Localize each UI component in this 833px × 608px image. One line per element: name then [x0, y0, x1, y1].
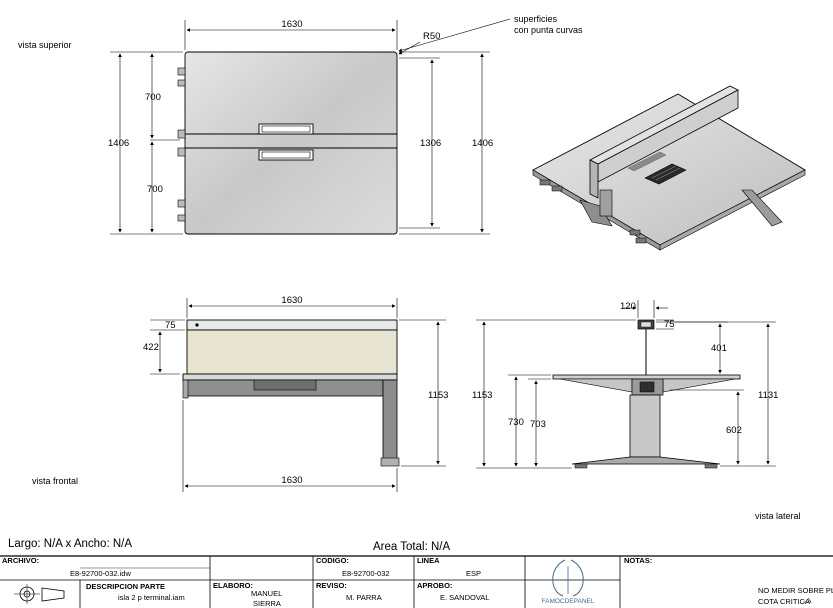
- front-width-top-dim: 1630: [281, 295, 302, 306]
- top-width-dim: 1630: [281, 19, 302, 30]
- elaboro-value-line1: MANUEL: [251, 589, 282, 598]
- codigo-label: CODIGO:: [316, 556, 349, 565]
- iso-leg-left: [579, 199, 613, 227]
- top-module-upper-dim: 700: [145, 92, 161, 103]
- front-panel-cap: [186, 319, 398, 331]
- front-view-label: vista frontal: [32, 476, 78, 486]
- reviso-label: REVISO:: [316, 581, 347, 590]
- top-note-line1: superficies: [514, 14, 558, 24]
- note-line2: COTA CRITICA: [758, 597, 810, 606]
- front-leg: [382, 379, 398, 465]
- side-view-label: vista lateral: [755, 511, 801, 521]
- front-cable-tray: [253, 379, 317, 391]
- side-column: [629, 394, 661, 458]
- critical-arrow-icon: [803, 597, 812, 603]
- front-panel: [186, 329, 398, 375]
- logo-text: FAMOCDEPANEL: [542, 598, 595, 605]
- elaboro-label: ELABORO:: [213, 581, 253, 590]
- front-panel-offset-dim: 75: [165, 320, 176, 331]
- side-foot: [571, 456, 721, 465]
- sheet-area-text: Area Total: N/A: [373, 541, 450, 553]
- top-cable-tray-upper: [258, 123, 314, 135]
- side-leg-height-dim: 602: [726, 425, 742, 436]
- side-panel-height-dim: 401: [711, 343, 727, 354]
- side-height-right-dim: 1131: [758, 390, 778, 401]
- codigo-value: E8-92700-032: [342, 569, 390, 578]
- top-note-line2: con punta curvas: [514, 25, 583, 35]
- side-top-offset-dim: 75: [664, 319, 675, 330]
- side-desk-height-inner-dim: 703: [530, 419, 546, 430]
- front-panel-height-dim: 422: [143, 342, 159, 353]
- aprobo-label: APROBO:: [417, 581, 452, 590]
- sheet-size-text: Largo: N/A x Ancho: N/A: [8, 538, 132, 550]
- top-depth-right-dim: 1406: [472, 138, 493, 149]
- company-logo: FAMOCDEPANEL: [542, 559, 595, 605]
- side-tabletop: [552, 374, 741, 380]
- side-height-left-dim: 1153: [472, 390, 492, 401]
- side-top-width-dim: 120: [620, 301, 636, 312]
- title-block: Largo: N/A x Ancho: N/A Area Total: N/A …: [0, 538, 833, 608]
- side-view: vista lateral 120 75 401 1131: [472, 300, 801, 521]
- top-view: vista superior 1630 R50 superficies con …: [18, 14, 583, 235]
- side-desk-height-dim: 730: [508, 417, 524, 428]
- top-desk-surface: [184, 51, 398, 235]
- top-cable-tray-lower: [258, 149, 314, 161]
- linea-label: LINEA: [417, 556, 440, 565]
- archivo-label: ARCHIVO:: [2, 556, 39, 565]
- front-height-right-dim: 1153: [428, 390, 448, 401]
- iso-view: [532, 85, 806, 251]
- top-radius-dim: R50: [423, 31, 440, 42]
- notas-label: NOTAS:: [624, 556, 652, 565]
- iso-center-column: [599, 189, 613, 217]
- top-depth-total-dim: 1406: [108, 138, 129, 149]
- front-view: vista frontal 1630 75 422 1153: [32, 295, 448, 492]
- front-tabletop: [182, 373, 398, 381]
- front-width-bottom-dim: 1630: [281, 475, 302, 486]
- archivo-value: E8-92700-032.idw: [70, 569, 131, 578]
- iso-cable-grommet: [644, 163, 687, 185]
- reviso-value: M. PARRA: [346, 593, 382, 602]
- descripcion-value: isla 2 p terminal.iam: [118, 593, 185, 602]
- top-module-lower-dim: 700: [147, 184, 163, 195]
- aprobo-value: E. SANDOVAL: [440, 593, 489, 602]
- iso-leg-right: [741, 189, 783, 227]
- descripcion-label: DESCRIPCION PARTE: [86, 582, 165, 591]
- linea-value: ESP: [466, 569, 481, 578]
- projection-symbol-icon: [14, 584, 65, 604]
- note-line1: NO MEDIR SOBRE PLANO: [758, 586, 833, 595]
- elaboro-value-line2: SIERRA: [253, 599, 281, 608]
- top-depth-inner-dim: 1306: [420, 138, 441, 149]
- top-view-label: vista superior: [18, 40, 72, 50]
